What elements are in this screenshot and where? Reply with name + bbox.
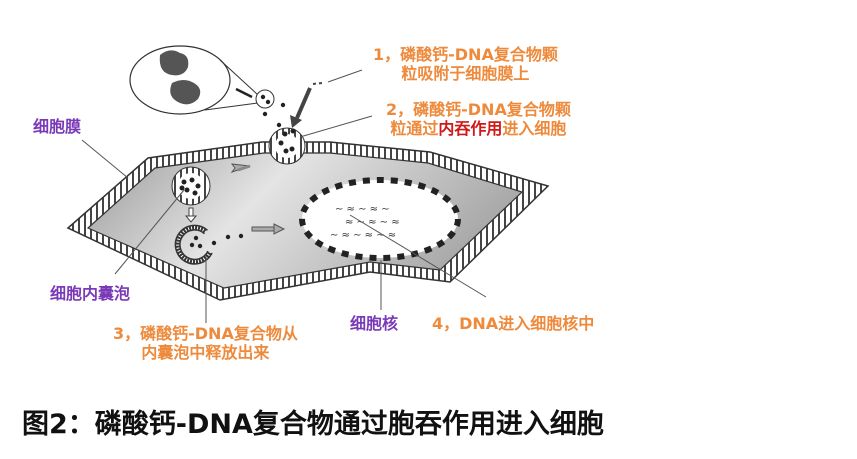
leader-lines bbox=[81, 69, 487, 323]
label-cell-membrane: 细胞膜 bbox=[33, 117, 82, 136]
endocytosis-pit bbox=[268, 127, 306, 165]
step-1-line-2: 粒吸附于细胞膜上 bbox=[401, 64, 530, 84]
transport-arrow-1 bbox=[230, 163, 251, 173]
transport-arrow-2 bbox=[251, 223, 286, 235]
step-1-label: 1，磷酸钙-DNA复合物颗 粒吸附于细胞膜上 bbox=[373, 45, 558, 83]
rupturing-vesicle bbox=[174, 224, 244, 265]
particle-inset bbox=[129, 45, 286, 128]
down-arrow bbox=[184, 207, 198, 223]
svg-text:∼ ≈ ∼ ≈ ∼ ≈: ∼ ≈ ∼ ≈ ∼ ≈ bbox=[330, 230, 396, 241]
step-2-text-post: 进入细胞 bbox=[502, 119, 567, 139]
figure-caption: 图2：磷酸钙-DNA复合物通过胞吞作用进入细胞 bbox=[22, 409, 604, 440]
entry-arrow bbox=[290, 82, 323, 128]
label-nucleus: 细胞核 bbox=[350, 314, 399, 333]
nucleus: ∼ ≈ ∼ ≈ ∼ ≈ ∼ ≈ ∼ ≈ ∼ ≈ ∼ ≈ ∼ ≈ bbox=[299, 177, 461, 261]
svg-text:∼ ≈ ∼ ≈ ∼: ∼ ≈ ∼ ≈ ∼ bbox=[335, 204, 390, 215]
step-1-line-1: 1，磷酸钙-DNA复合物颗 bbox=[373, 45, 558, 64]
endocytosis-highlight: 内吞作用 bbox=[438, 119, 503, 139]
label-intracellular-vesicle: 细胞内囊泡 bbox=[50, 284, 131, 303]
step-3-label: 3，磷酸钙-DNA复合物从 内囊泡中释放出来 bbox=[113, 324, 298, 362]
step-2-label: 2，磷酸钙-DNA复合物颗 粒通过内吞作用进入细胞 bbox=[386, 100, 571, 138]
step-3-line-2: 内囊泡中释放出来 bbox=[141, 343, 270, 363]
step-4-line-1: 4，DNA进入细胞核中 bbox=[432, 314, 595, 333]
step-2-line-1: 2，磷酸钙-DNA复合物颗 bbox=[386, 100, 571, 119]
step-2-text-pre: 粒通过 bbox=[390, 119, 439, 139]
step-3-line-1: 3，磷酸钙-DNA复合物从 bbox=[113, 324, 298, 343]
step-4-label: 4，DNA进入细胞核中 bbox=[432, 314, 594, 333]
endosome-vesicle bbox=[171, 166, 211, 206]
svg-text:≈ ∼ ≈ ∼ ≈: ≈ ∼ ≈ ∼ ≈ bbox=[345, 217, 400, 228]
step-2-line-2: 粒通过内吞作用进入细胞 bbox=[386, 119, 571, 138]
